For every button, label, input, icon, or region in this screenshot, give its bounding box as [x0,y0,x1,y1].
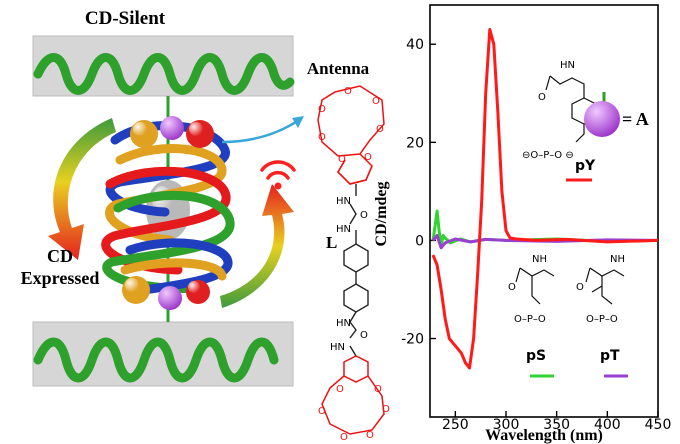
cd-chart: CD/mdeg Wavelength (nm) -20 0 20 40 250 300 3… [373,4,671,444]
pt-phosphate: O–P–O [586,314,618,325]
cd-expressed-line1: CD [47,246,73,266]
y-tick-label: -20 [401,332,424,348]
legend-pt: pT [600,348,620,364]
y-tick-label: 40 [406,37,424,53]
x-axis-label: Wavelength (nm) [485,427,603,444]
x-tick-label: 350 [543,417,570,433]
y-axis-label: CD/mdeg [373,182,390,247]
y-tick-label: 0 [415,233,424,249]
y-ticks: -20 0 20 40 [401,37,436,348]
ps-phosphate: O–P–O [514,314,546,325]
pt-structure [585,267,625,305]
bottom-crown-ether [321,355,385,435]
svg-text:O: O [374,384,382,395]
x-tick-label: 250 [442,417,469,433]
ps-structure [515,267,555,305]
nh-top: HN [336,196,351,207]
ps-o: O [508,282,516,293]
py-o: O [538,92,546,103]
svg-text:O: O [364,152,372,163]
svg-text:O: O [336,384,344,395]
svg-text:O: O [318,104,326,115]
py-phosphate: ⊖O–P–O ⊖ [522,150,574,161]
x-tick-label: 450 [645,417,672,433]
svg-text:O: O [376,124,384,135]
top-helix [33,53,295,95]
bottom-helix [33,337,279,383]
right-curved-arrow [220,184,294,308]
o-bottom: O [360,330,368,341]
legend-py: pY [575,158,596,174]
left-curved-arrow [48,118,116,260]
svg-text:O: O [340,432,348,443]
cd-expressed-line2: Expressed [21,268,100,288]
x-ticks: 250 300 350 400 450 [442,411,671,433]
svg-text:O: O [366,430,374,441]
ps-nh: NH [532,254,547,265]
plot-frame [429,4,659,418]
pY-sphere [584,101,620,137]
antenna-label: Antenna [307,59,370,78]
top-balls [130,116,214,148]
pt-nh: NH [610,254,625,265]
signal-icon [260,160,296,190]
nh-bottom-2: HN [330,342,345,353]
nh-top-2: HN [336,224,351,235]
linker-label: L [326,233,337,252]
x-tick-label: 300 [493,417,520,433]
bottom-balls [122,276,210,310]
series-line-pY [431,28,659,370]
svg-text:O: O [318,132,326,143]
svg-text:O: O [344,86,352,97]
top-crown-o-labels: O O O O O O O [318,86,384,165]
py-nh: HN [560,60,575,71]
x-tick-label: 400 [594,417,621,433]
svg-text:O: O [372,96,380,107]
y-tick-label: 20 [406,135,424,151]
bottom-crown-o-labels: O O O O O O [318,384,390,443]
pointer-arrow [221,120,297,144]
svg-text:O: O [338,154,346,165]
linker-skeleton [343,184,369,357]
svg-text:O: O [382,404,390,415]
molecule: Antenna O O O O O O O HN O [307,59,390,443]
cd-silent-label: CD-Silent [85,8,166,29]
ribbon-helix [101,121,235,297]
equals-a: = A [622,109,649,129]
o-top: O [360,210,368,221]
nh-bottom: HN [336,318,351,329]
illustration: CD-Silent [21,8,304,387]
legend-ps: pS [526,348,546,364]
top-crown-ether [317,85,385,185]
series-group [431,28,659,370]
pt-o: O [576,282,584,293]
svg-text:O: O [318,406,326,417]
